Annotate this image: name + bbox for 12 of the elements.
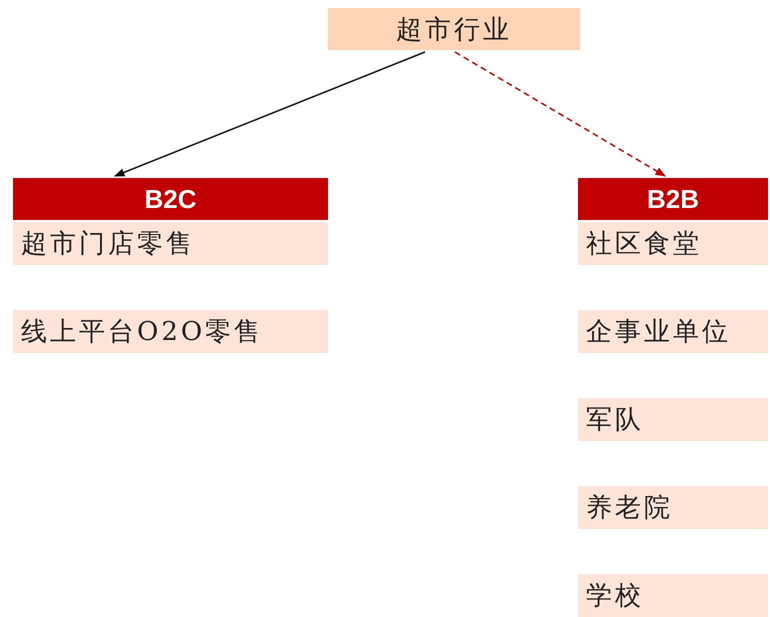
header-bar: B2B [578, 178, 768, 220]
category-box: 超市行业 [328, 8, 580, 50]
item-box: 线上平台O2O零售 [13, 310, 328, 353]
item-box: 养老院 [578, 486, 768, 529]
header-bar: B2C [13, 178, 328, 220]
item-box: 超市门店零售 [13, 222, 328, 265]
item-box: 军队 [578, 398, 768, 441]
item-box: 学校 [578, 574, 768, 617]
item-box: 企事业单位 [578, 310, 768, 353]
item-box: 社区食堂 [578, 222, 768, 265]
arrow [114, 51, 426, 177]
arrow [454, 51, 666, 177]
